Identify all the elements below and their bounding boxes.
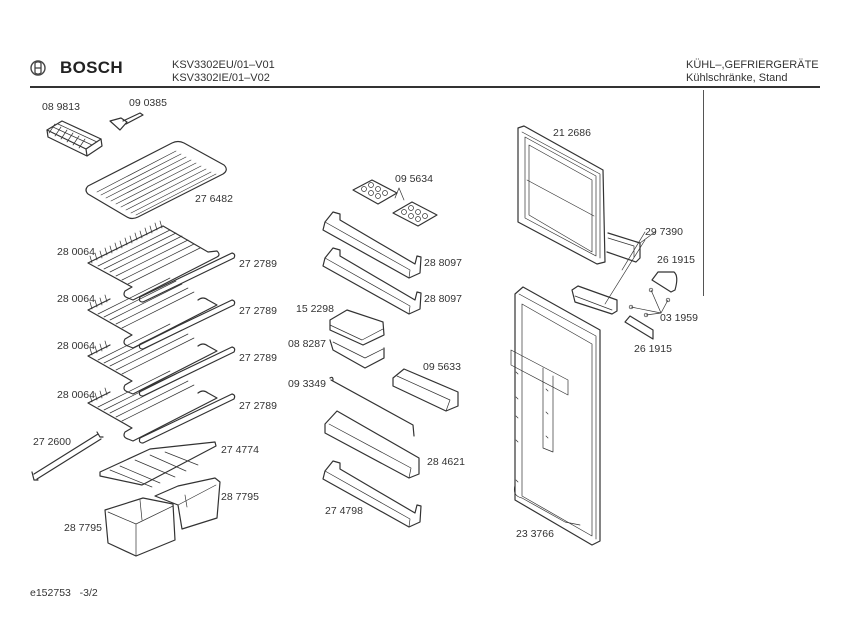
freezer-door-drawing xyxy=(517,125,606,265)
part-label-ice-tray[interactable]: 08 9813 xyxy=(42,101,80,113)
section-divider xyxy=(703,90,704,296)
part-label-freezer-grid[interactable]: 27 6482 xyxy=(195,193,233,205)
part-label-crisper-right[interactable]: 28 7795 xyxy=(221,491,259,503)
part-label-shelf-1[interactable]: 28 0064 xyxy=(57,246,95,258)
part-label-hinge-cover-bottom[interactable]: 26 1915 xyxy=(634,343,672,355)
crisper-cover-drawing xyxy=(99,441,217,488)
part-label-fridge-door[interactable]: 23 3766 xyxy=(516,528,554,540)
wire-shelves-drawing xyxy=(87,220,236,444)
part-label-bottle-retainer[interactable]: 09 3349 xyxy=(288,378,326,390)
door-shelves-drawing xyxy=(322,211,422,315)
document-id: e152753 -3/2 xyxy=(30,587,98,599)
part-label-butter-box[interactable]: 08 8287 xyxy=(288,338,326,350)
ice-tray-drawing xyxy=(46,120,103,157)
header-divider xyxy=(30,86,820,88)
category-subtitle: Kühlschränke, Stand xyxy=(686,72,788,84)
part-label-ice-scraper[interactable]: 09 0385 xyxy=(129,97,167,109)
part-label-crisper-cover[interactable]: 27 4774 xyxy=(221,444,259,456)
crisper-drawers-drawing xyxy=(104,477,221,557)
freezer-grid-drawing xyxy=(85,140,227,220)
part-label-shelf-3[interactable]: 28 0064 xyxy=(57,340,95,352)
ice-scraper-drawing xyxy=(109,112,144,131)
part-label-egg-trays[interactable]: 09 5634 xyxy=(395,173,433,185)
part-label-crisper-left[interactable]: 28 7795 xyxy=(64,522,102,534)
model-number-1: KSV3302EU/01–V01 xyxy=(172,59,275,71)
bottle-retainer-drawing xyxy=(329,376,415,437)
rail-drawing xyxy=(31,431,104,481)
bottom-door-shelf-drawing xyxy=(322,460,422,528)
part-label-trim-4[interactable]: 27 2789 xyxy=(239,400,277,412)
part-label-hinge-cover-top[interactable]: 26 1915 xyxy=(657,254,695,266)
page-number: -3/2 xyxy=(79,587,98,599)
part-label-handle[interactable]: 29 7390 xyxy=(645,226,683,238)
part-label-door-shelf-2[interactable]: 28 8097 xyxy=(424,293,462,305)
part-label-screws[interactable]: 03 1959 xyxy=(660,312,698,324)
part-label-trim-1[interactable]: 27 2789 xyxy=(239,258,277,270)
part-label-rail[interactable]: 27 2600 xyxy=(33,436,71,448)
bottle-shelf-drawing xyxy=(324,410,420,479)
category-title: KÜHL–,GEFRIERGERÄTE xyxy=(686,59,819,71)
brand-name: BOSCH xyxy=(60,58,123,77)
part-label-bottom-door-shelf[interactable]: 27 4798 xyxy=(325,505,363,517)
part-label-freezer-door[interactable]: 21 2686 xyxy=(553,127,591,139)
model-number-2: KSV3302IE/01–V02 xyxy=(172,72,270,84)
egg-trays-drawing xyxy=(352,179,438,227)
part-label-shelf-4[interactable]: 28 0064 xyxy=(57,389,95,401)
small-shelf-drawing xyxy=(392,368,459,412)
bosch-logo-icon xyxy=(30,60,46,76)
fridge-door-drawing xyxy=(510,286,601,546)
document-number: e152753 xyxy=(30,587,71,599)
hinge-covers-drawing xyxy=(624,271,678,340)
part-label-trim-2[interactable]: 27 2789 xyxy=(239,305,277,317)
part-label-trim-3[interactable]: 27 2789 xyxy=(239,352,277,364)
part-label-small-shelf[interactable]: 09 5633 xyxy=(423,361,461,373)
part-label-door-shelf-1[interactable]: 28 8097 xyxy=(424,257,462,269)
butter-box-drawing xyxy=(329,309,385,369)
part-label-butter-lid[interactable]: 15 2298 xyxy=(296,303,334,315)
part-label-bottle-shelf[interactable]: 28 4621 xyxy=(427,456,465,468)
part-label-shelf-2[interactable]: 28 0064 xyxy=(57,293,95,305)
handle-drawing xyxy=(571,231,656,315)
